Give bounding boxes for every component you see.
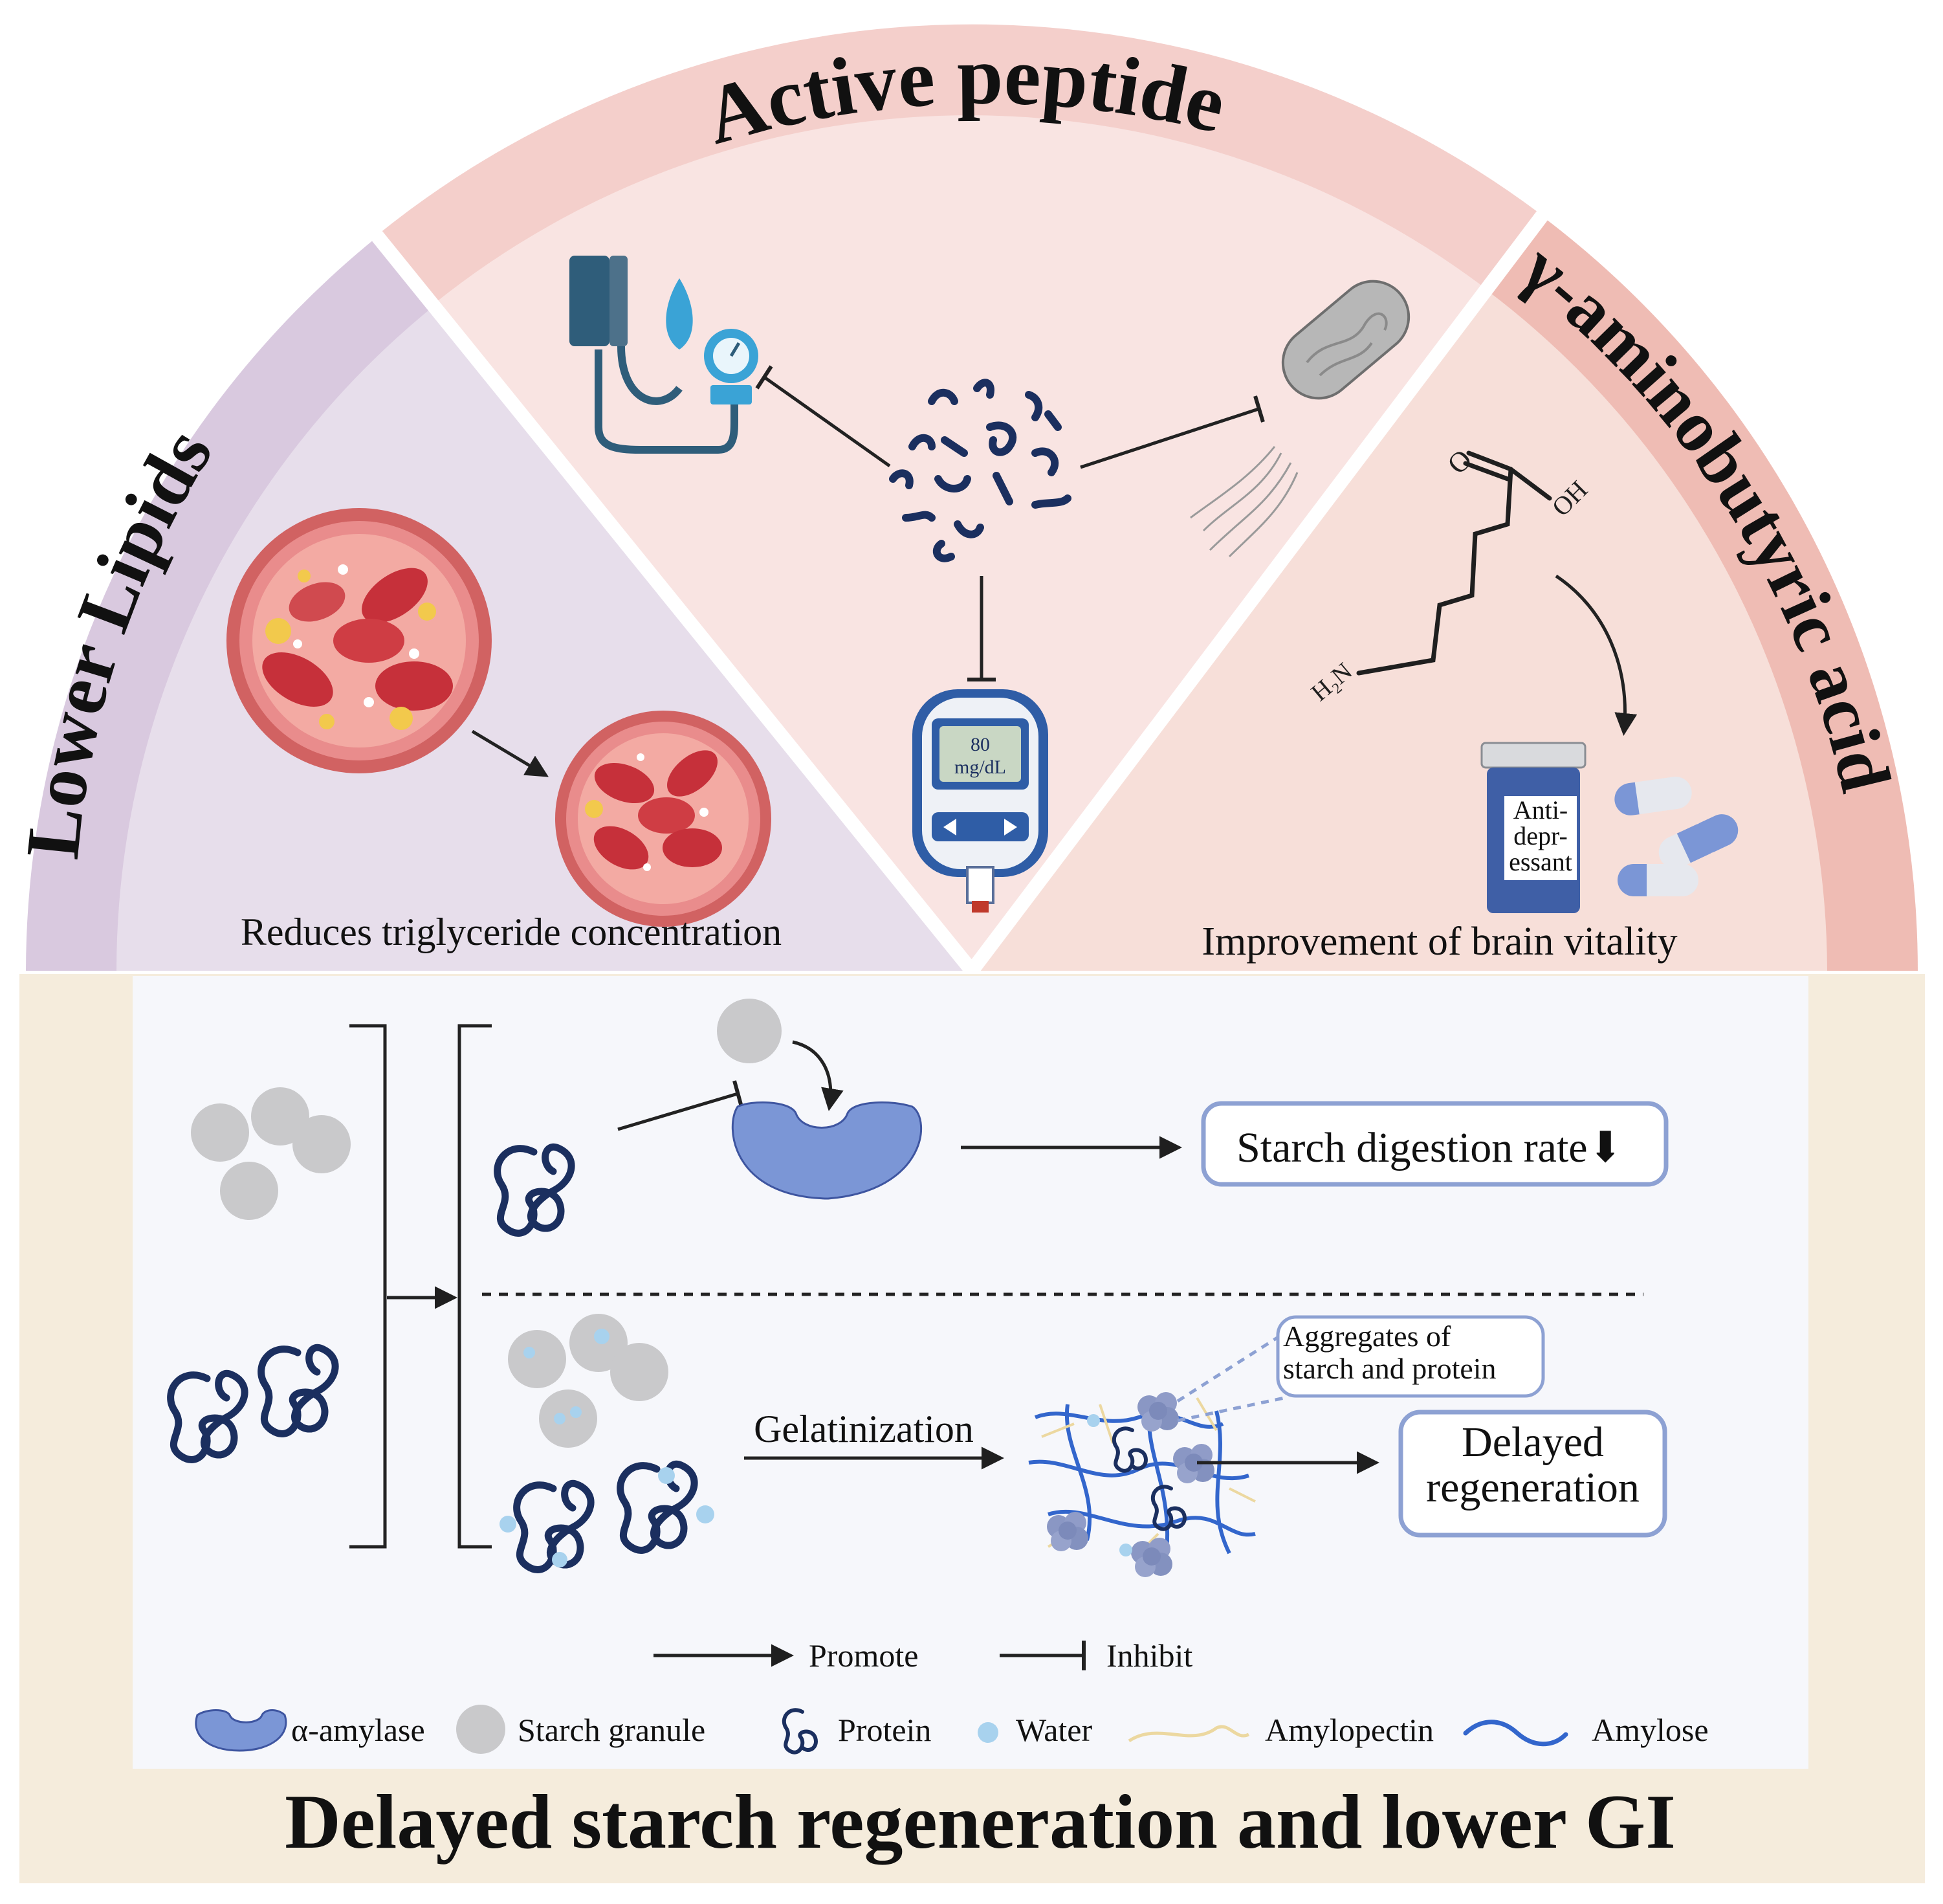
gaba-caption: Improvement of brain vitality [1202, 920, 1677, 964]
legend-inhibit-label: Inhibit [1106, 1637, 1192, 1674]
amylase-enzyme-icon [731, 1101, 923, 1200]
sector-active-peptide [377, 24, 1540, 971]
hydrated-starch-group [508, 1314, 668, 1448]
binding-arrow [792, 1040, 844, 1111]
callout-line-2 [1177, 1396, 1285, 1422]
digestion-rate-box [1201, 1101, 1669, 1187]
gaba-inner [972, 291, 1827, 971]
inhibit-bp-bar [755, 365, 773, 390]
legend-amylose-icon [1463, 1720, 1568, 1747]
separator-right [966, 204, 1553, 975]
delayed-label-line1: Delayed [1462, 1419, 1604, 1466]
inhibit-amylase-line [617, 1092, 738, 1131]
lipids-arrow [471, 729, 549, 777]
gelatinization-label: Gelatinization [754, 1408, 974, 1450]
legend-amylase-label: α-amylase [291, 1712, 425, 1748]
legend-amylopectin-label: Amylopectin [1265, 1712, 1434, 1748]
legend-promote-label: Promote [809, 1637, 918, 1674]
delayed-label-line2: regeneration [1426, 1464, 1640, 1511]
legend-starch-icon [456, 1705, 505, 1754]
starch-granules-group [191, 1087, 351, 1220]
inhibit-bacteria-line [1080, 407, 1259, 469]
aggregates-label-line2: starch and protein [1283, 1352, 1497, 1385]
water-drop-4 [696, 1505, 714, 1523]
pill-label-line2: depr- [1513, 821, 1568, 850]
glucometer-value: 80 [971, 734, 990, 755]
aggregates-label-line1: Aggregates of [1283, 1320, 1451, 1353]
inhibit-bacteria-bar [1253, 395, 1265, 423]
digestion-rate-label: Starch digestion rate⬇ [1236, 1124, 1623, 1171]
peptide-inner [434, 115, 1485, 971]
gaba-molecule-icon [1356, 450, 1552, 676]
legend-water-icon [978, 1722, 998, 1743]
inhibit-bp-line [762, 375, 891, 468]
pill-label-line3: essant [1509, 847, 1572, 876]
starch-granule-upper [717, 999, 782, 1063]
separator-left [366, 225, 978, 975]
lipids-caption: Reduces triglyceride concentration [241, 911, 782, 953]
bracket-right [349, 1024, 387, 1549]
blood-vessel-small-icon [555, 711, 771, 927]
peptide-fragments-icon [889, 379, 1071, 562]
legend-starch-label: Starch granule [518, 1712, 705, 1748]
bacteria-icon [1190, 280, 1411, 558]
legend-amylase-icon [195, 1709, 287, 1752]
blood-pressure-monitor-icon [569, 256, 758, 454]
bracket-left [457, 1024, 492, 1549]
antidepressant-bottle-icon [1480, 742, 1586, 913]
callout-line-1 [1176, 1331, 1286, 1403]
legend-protein-label: Protein [838, 1712, 931, 1748]
inhibit-amylase-bar [732, 1080, 743, 1107]
pill-label-line1: Anti- [1513, 795, 1568, 825]
water-drop-1 [499, 1516, 516, 1533]
aggregates-box [1276, 1315, 1545, 1398]
delayed-regeneration-box [1398, 1410, 1667, 1538]
gaba-arrow [1555, 574, 1638, 736]
glucometer-icon [912, 689, 1048, 913]
blood-vessel-large-icon [226, 508, 492, 773]
footer-title: Delayed starch regeneration and lower GI [285, 1778, 1676, 1865]
legend-water-label: Water [1016, 1712, 1092, 1748]
legend-amylopectin-icon [1128, 1725, 1250, 1743]
glucometer-unit: mg/dL [954, 757, 1006, 778]
capsules-icon [1614, 777, 1739, 896]
legend-amylose-label: Amylose [1592, 1712, 1709, 1748]
water-drop-3 [658, 1467, 675, 1484]
water-drop-2 [552, 1552, 567, 1567]
